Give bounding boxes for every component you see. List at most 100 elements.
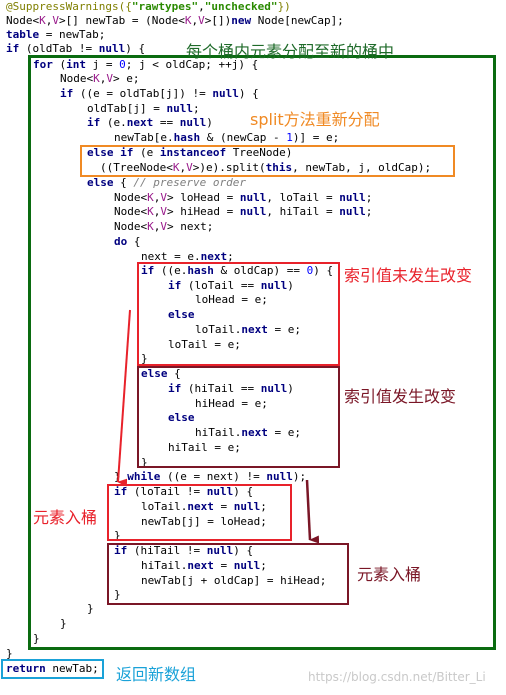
code-token: ) { (313, 264, 334, 277)
code-line: if (oldTab != null) { (6, 42, 145, 56)
code-token: K (172, 161, 180, 174)
arrow-to-hi-bucket (305, 479, 320, 544)
code-token: > e; (113, 72, 140, 85)
code-token: { (127, 235, 141, 248)
code-token: int (66, 58, 86, 71)
code-token: next (241, 323, 268, 336)
code-token: instanceof (159, 146, 227, 159)
code-line: hiHead = e; (195, 397, 268, 411)
hi-bucket-box (107, 543, 349, 605)
code-line: else { (141, 367, 181, 381)
code-token: next (200, 250, 228, 263)
code-token: V (52, 14, 59, 27)
code-token: if (168, 382, 182, 395)
return-box (1, 659, 104, 679)
code-token: Node< (114, 220, 148, 233)
code-token: null (179, 116, 207, 129)
code-token: ) (206, 116, 213, 129)
code-token: null (98, 42, 126, 55)
code-line: hiTail.next = null; (141, 559, 267, 573)
code-token: Node< (60, 72, 94, 85)
code-token: K (147, 191, 154, 204)
code-token: = e; (267, 323, 301, 336)
code-token: } (141, 456, 148, 469)
code-token: , (153, 205, 161, 218)
code-token: , (99, 72, 107, 85)
code-token: , newTab, j, oldCap); (292, 161, 432, 174)
lo-bucket-label: 元素入桶 (33, 508, 98, 527)
code-token: ; (260, 559, 267, 572)
code-token: else (87, 176, 114, 189)
code-line: } (87, 602, 94, 616)
hi-bucket-label: 元素入桶 (357, 565, 422, 584)
code-token: , loTail = (266, 191, 340, 204)
code-token: Node< (114, 191, 148, 204)
code-line: Node<K,V> e; (60, 72, 140, 86)
code-token: hiHead = e; (195, 397, 268, 410)
code-token: , (153, 191, 161, 204)
code-token: (e. (100, 116, 127, 129)
code-token: == (153, 116, 180, 129)
code-token: hiTail. (141, 559, 188, 572)
code-token: (loTail == (181, 279, 261, 292)
index-unchanged-box (137, 262, 340, 366)
code-line: } (33, 632, 40, 646)
code-token: null (260, 279, 288, 292)
code-token: null (166, 102, 193, 115)
code-token: else (168, 411, 195, 424)
code-token: next (241, 426, 268, 439)
code-token: null (239, 191, 267, 204)
code-token: (hiTail == (181, 382, 261, 395)
code-token: { (167, 367, 181, 380)
code-token: this (265, 161, 293, 174)
code-token: return (6, 662, 46, 675)
code-token: 0 (119, 58, 126, 71)
code-token: )] = e; (292, 131, 340, 144)
code-token: "unchecked" (204, 0, 278, 13)
code-line: } (6, 647, 13, 661)
code-line: @SuppressWarnings({"rawtypes","unchecked… (6, 0, 291, 14)
code-token: >[]) (204, 14, 232, 27)
code-line: return newTab; (6, 662, 99, 676)
code-token: Node< (6, 14, 40, 27)
code-token: ; (227, 250, 234, 263)
split-box (80, 145, 455, 177)
code-token: if (168, 279, 182, 292)
code-token: newTab[j] = loHead; (141, 515, 267, 528)
code-token: V (106, 72, 113, 85)
code-line: ((TreeNode<K,V>)e).split(this, newTab, j… (100, 161, 431, 175)
code-token: TreeNode) (226, 146, 293, 159)
code-line: newTab[j + oldCap] = hiHead; (141, 574, 326, 588)
code-line: if (loTail != null) { (114, 485, 253, 499)
code-line: newTab[e.hash & (newCap - 1)] = e; (114, 131, 339, 145)
code-token: null (206, 544, 234, 557)
code-token: null (212, 87, 239, 100)
loop-label: 每个桶内元素分配至新的桶中 (186, 42, 395, 61)
code-token: hiTail = e; (168, 441, 241, 454)
code-token: 0 (306, 264, 314, 277)
code-line: } (141, 456, 148, 470)
code-line: } while ((e = next) != null); (114, 470, 306, 484)
code-token: } (114, 588, 121, 601)
code-token: K (147, 220, 154, 233)
code-token: oldTab[j] = (87, 102, 167, 115)
code-line: next = e.next; (141, 250, 234, 264)
code-token: @SuppressWarnings({ (6, 0, 132, 13)
code-token: V (160, 191, 167, 204)
code-token: K (147, 205, 154, 218)
code-token: } (6, 647, 13, 660)
code-token: hiTail. (195, 426, 242, 439)
code-token: loHead = e; (195, 293, 268, 306)
code-token: null (339, 205, 366, 218)
code-token: (hiTail != (127, 544, 207, 557)
code-token: ((TreeNode< (100, 161, 173, 174)
code-line: hiTail = e; (168, 441, 241, 455)
watermark: https://blog.csdn.net/Bitter_Li (308, 670, 486, 684)
code-token: if (114, 544, 128, 557)
code-line: loTail = e; (168, 338, 241, 352)
code-token: else (141, 367, 168, 380)
code-token: next (187, 559, 214, 572)
code-token: ; (192, 102, 200, 115)
code-token: } (33, 632, 40, 645)
